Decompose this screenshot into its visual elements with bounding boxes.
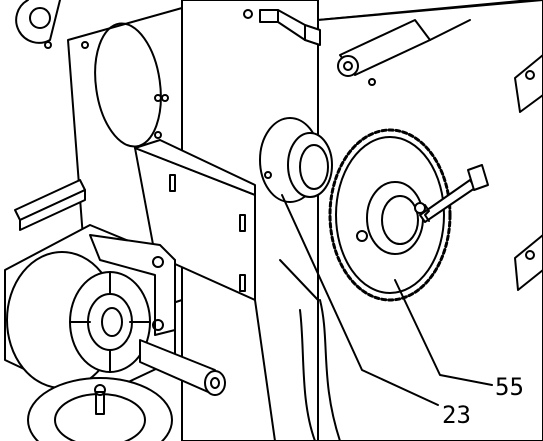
leader-line-23 bbox=[281, 194, 439, 406]
sprocket bbox=[328, 128, 452, 302]
bearing-flange bbox=[259, 117, 333, 203]
lower-panel bbox=[254, 259, 319, 441]
pivot-pin bbox=[337, 19, 471, 86]
sprocket-bolt bbox=[419, 164, 489, 223]
top-chain-ring bbox=[15, 0, 61, 49]
output-shaft bbox=[139, 339, 226, 396]
support-bracket bbox=[89, 234, 176, 336]
mounting-plate bbox=[134, 139, 256, 301]
cable bbox=[319, 299, 341, 441]
motor-fan bbox=[27, 377, 173, 441]
callout-23-label: 23 bbox=[442, 401, 471, 429]
leader-line-55 bbox=[394, 279, 493, 386]
cable bbox=[299, 309, 316, 441]
terminal-block bbox=[14, 179, 86, 231]
callout-55-label: 55 bbox=[495, 373, 524, 401]
top-screw bbox=[243, 9, 321, 46]
